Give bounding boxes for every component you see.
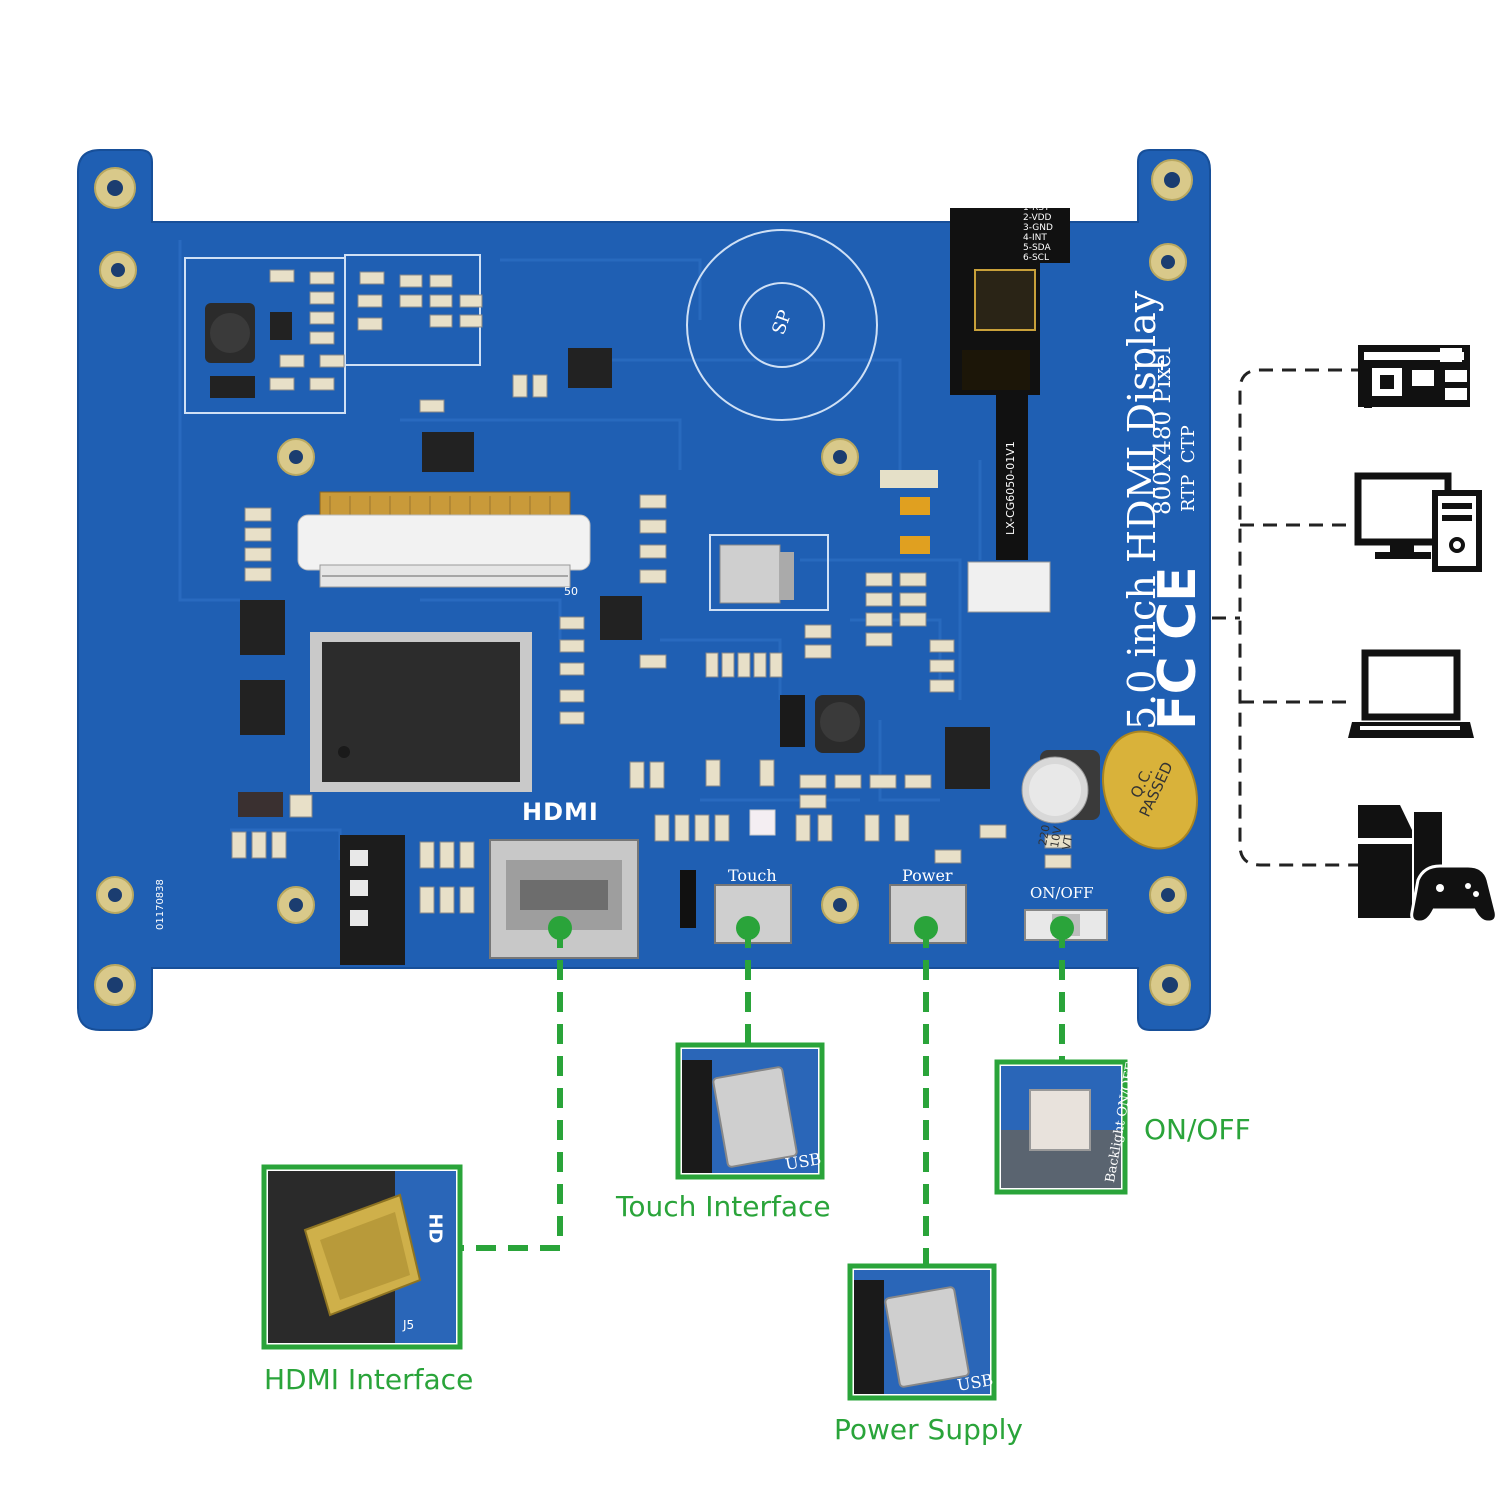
audio-jack [340,835,405,965]
board-micro-usb-ports [680,870,967,944]
fpc-pin-2: 2-VDD [1023,213,1052,223]
qc-sticker [1101,730,1199,850]
board-code: 01170838 [155,879,166,930]
laptop-icon [1348,649,1474,738]
board-touch-options: RTP CTP [1178,425,1199,512]
game-console-icon [1358,805,1498,924]
thumb-hdmi-ref: J5 [403,1318,415,1332]
fpc-pin-5: 5-SDA [1023,243,1051,253]
raspberry-pi-icon [1358,345,1470,408]
fpc-pin-1: 1-RST [1023,203,1050,213]
hdmi-interface-label: HDMI Interface [264,1363,474,1396]
mounting-holes [94,159,1193,1006]
touch-thumbnail [675,1042,825,1180]
callout-lines [462,928,1065,1265]
connector-number: 50 [564,585,578,598]
device-connector-lines [1212,368,1365,867]
touch-silkscreen: Touch [728,866,777,885]
onoff-label: ON/OFF [1144,1113,1251,1146]
fpc-part-number: LX-CG6050-01V1 [1004,441,1017,535]
fc-mark: FC [1148,656,1208,730]
touch-ribbon [950,208,1070,613]
power-thumbnail [847,1263,997,1401]
board-resolution: 800X480 Pixel [1150,346,1176,515]
power-silkscreen: Power [902,866,953,885]
thumb-hdmi-edge-text: HD [424,1213,446,1244]
fpc-pin-6: 6-SCL [1023,253,1049,263]
electrolytic-capacitor [1021,750,1100,824]
silkscreen-outlines [184,229,878,611]
power-section-components [205,269,612,472]
smd-components [231,470,1072,914]
main-controller-chip [238,600,532,817]
lcd-fpc-connector [297,491,591,588]
fpc-pin-3: 3-GND [1023,223,1053,233]
desktop-pc-icon [1354,472,1482,572]
fpc-pin-4: 4-INT [1023,233,1047,243]
board-hdmi-port [489,839,639,959]
power-supply-label: Power Supply [834,1413,1023,1446]
hdmi-silkscreen: HDMI [522,798,599,826]
onoff-silkscreen: ON/OFF [1030,884,1094,902]
hdmi-thumbnail [261,1164,463,1350]
capacitor-label: 220 10V VT [1036,823,1076,851]
callout-dots [548,916,1074,940]
onoff-thumbnail [994,1059,1128,1195]
touch-interface-label: Touch Interface [616,1190,831,1223]
ce-mark: CE [1148,566,1208,640]
